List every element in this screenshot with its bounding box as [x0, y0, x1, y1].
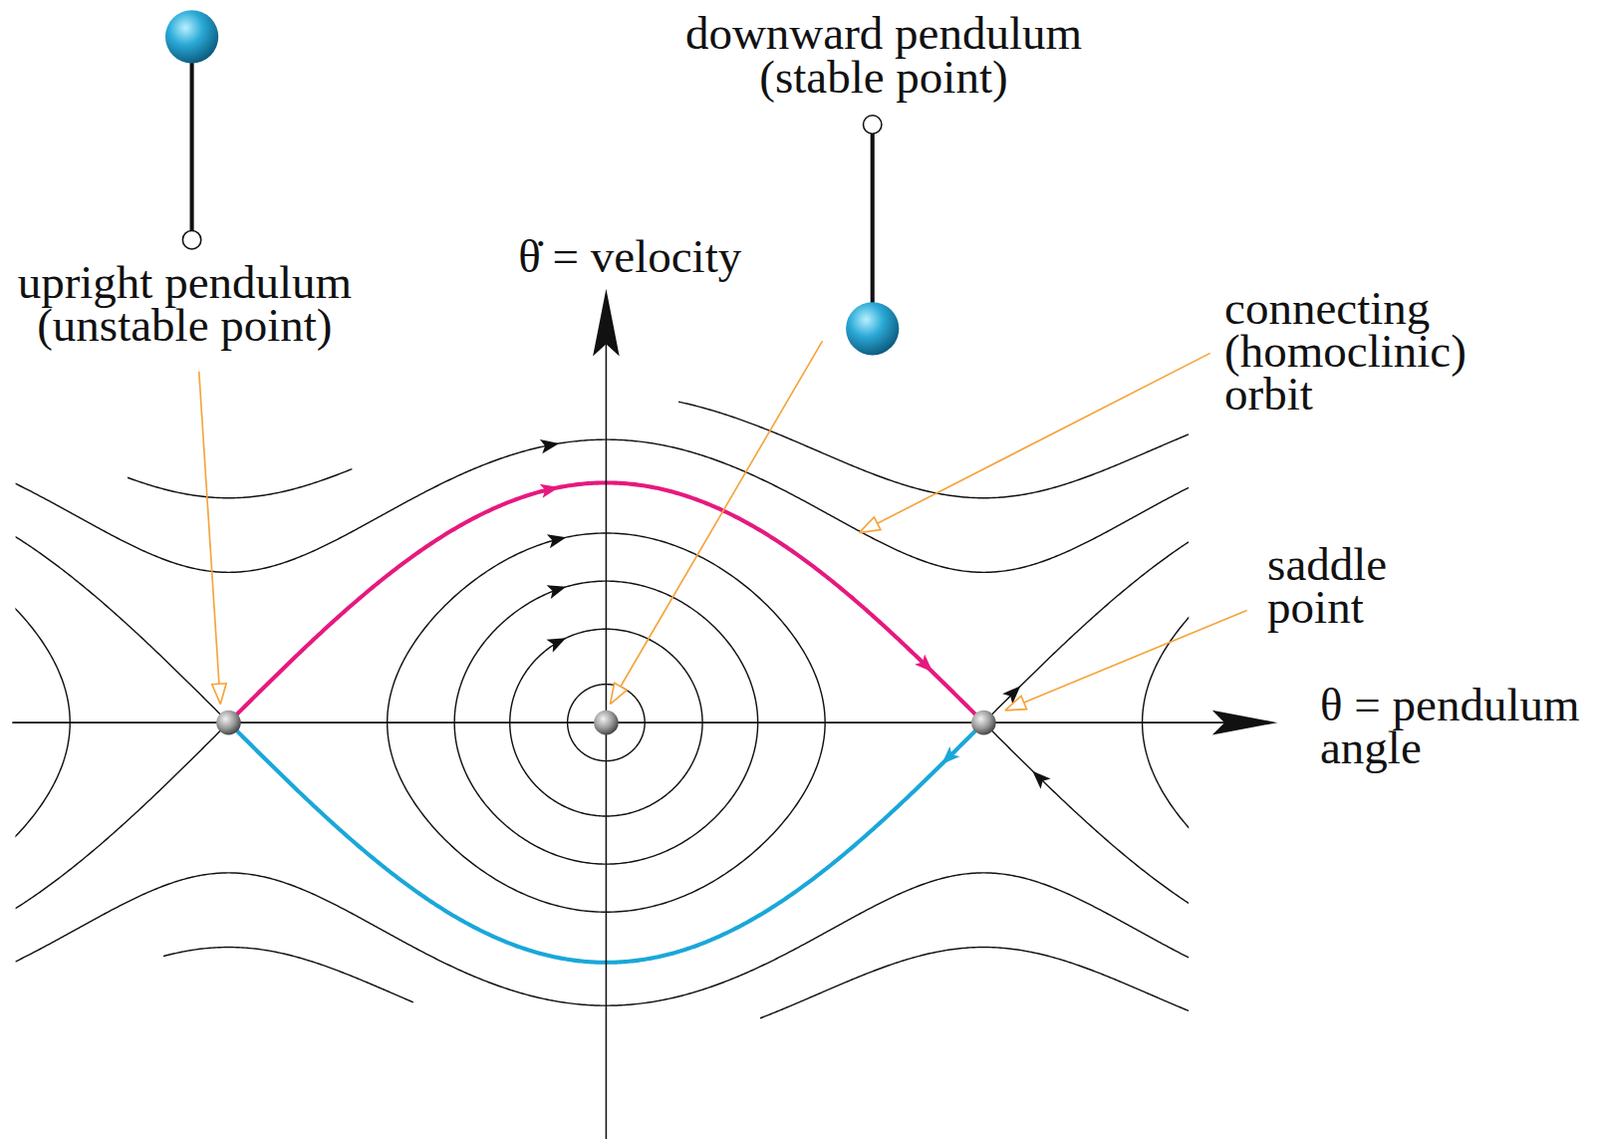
phase-orbit	[163, 947, 414, 1003]
leader-arrowhead	[858, 517, 881, 534]
phase-orbit	[14, 872, 1189, 1006]
pendulum-pivot	[182, 230, 201, 249]
angle-axis-label: θ = pendulum angle	[1320, 683, 1595, 770]
flow-arrowhead	[539, 436, 561, 454]
equilibrium-point	[971, 710, 997, 736]
leader-arrowhead	[212, 683, 227, 705]
pendulum-bob	[165, 9, 219, 63]
flow-arrowhead	[546, 530, 568, 548]
leader-line	[1024, 609, 1248, 703]
pendulum-bob	[845, 301, 899, 355]
equilibrium-point	[593, 710, 619, 736]
phase-orbit	[14, 439, 1189, 572]
axis-arrowhead	[592, 288, 620, 357]
label-anchor: upright pendulum (unstable point)	[9, 261, 359, 347]
flow-arrowhead	[539, 480, 561, 499]
leader-arrowhead	[610, 682, 628, 704]
axis-arrowhead	[1212, 710, 1279, 736]
phase-orbit	[14, 482, 1189, 722]
velocity-axis	[605, 342, 608, 1139]
saddle-label: saddle point	[1267, 542, 1427, 629]
upright-pendulum	[165, 9, 219, 250]
unstable-point-label: upright pendulum (unstable point)	[9, 261, 359, 347]
pendulum-rod	[190, 36, 195, 241]
pendulum-rod	[870, 124, 875, 329]
flow-arrowhead	[546, 579, 569, 599]
leader-line	[877, 352, 1211, 524]
label-anchor: saddle point	[1267, 542, 1427, 629]
pendulum-pivot	[863, 115, 882, 134]
flow-arrowhead	[1027, 766, 1051, 790]
velocity-axis-label: θ̇ = velocity	[518, 235, 742, 278]
label-anchor: θ̇ = velocity	[518, 235, 742, 278]
label-anchor: θ = pendulum angle	[1320, 683, 1595, 770]
phase-orbit	[678, 401, 1189, 499]
leader-line	[620, 340, 823, 687]
phase-curves	[14, 401, 1189, 1019]
stable-point-label: downward pendulum (stable point)	[669, 11, 1098, 98]
flow-arrowhead	[914, 654, 938, 678]
leader-arrowhead	[1005, 695, 1028, 710]
phase-orbit	[127, 469, 352, 499]
label-anchor: connecting (homoclinic) orbit	[1224, 286, 1504, 417]
phase-orbit	[14, 723, 1189, 963]
flow-arrowhead	[936, 746, 960, 770]
equilibrium-point	[216, 710, 242, 736]
phase-orbit	[760, 947, 1189, 1019]
label-anchor: downward pendulum (stable point)	[669, 11, 1098, 98]
downward-pendulum	[845, 115, 899, 356]
orbit-label: connecting (homoclinic) orbit	[1224, 286, 1504, 417]
leader-line	[199, 371, 220, 684]
flow-arrowhead	[545, 631, 569, 653]
